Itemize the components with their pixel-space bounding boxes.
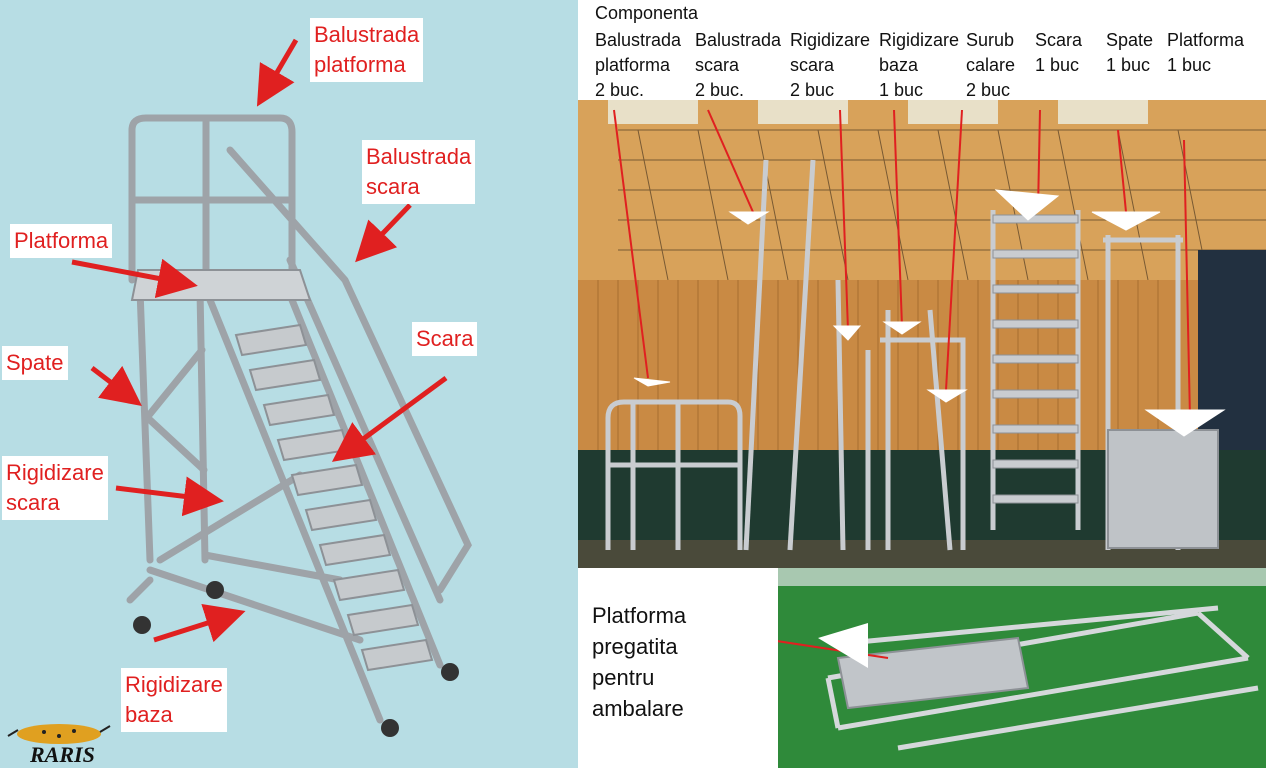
component-name: Surub calare bbox=[966, 30, 1016, 75]
component-surub-calare: Surub calare 2 buc bbox=[966, 28, 1015, 103]
component-name: Spate bbox=[1106, 30, 1154, 50]
ladder-steps-photo bbox=[992, 214, 1079, 504]
label-balustrada-platforma: Balustrada platforma bbox=[310, 18, 424, 82]
component-name: Balustrada platforma bbox=[595, 30, 682, 75]
component-scara: Scara 1 buc bbox=[1035, 28, 1082, 78]
packing-caption: Platforma pregatita pentru ambalare bbox=[592, 603, 687, 721]
label-scara: Scara bbox=[412, 322, 478, 356]
component-qty: 2 buc bbox=[966, 80, 1011, 100]
component-name: Rigidizare scara bbox=[790, 30, 871, 75]
components-title: Componenta bbox=[595, 3, 699, 23]
leopard-icon: RARIS bbox=[7, 724, 111, 766]
component-name: Rigidizare baza bbox=[879, 30, 960, 75]
gym-scene bbox=[578, 100, 1266, 568]
component-spate: Spate 1 buc bbox=[1106, 28, 1153, 78]
component-qty: 1 buc bbox=[879, 80, 924, 100]
label-platforma: Platforma bbox=[10, 224, 113, 258]
component-qty: 2 buc. bbox=[595, 80, 645, 100]
wheels bbox=[133, 581, 459, 737]
component-qty: 1 buc bbox=[1106, 55, 1151, 75]
components-header: Componenta Balustrada platforma 2 buc. B… bbox=[578, 0, 1266, 100]
component-rails bbox=[605, 159, 1183, 551]
component-name: Scara bbox=[1035, 30, 1083, 50]
label-spate: Spate bbox=[2, 346, 68, 380]
packed-scene bbox=[778, 568, 1266, 768]
ladder-illustration-panel: Balustrada platforma Balustrada scara Pl… bbox=[0, 0, 578, 768]
raris-logo: RARIS bbox=[4, 718, 114, 766]
platform-plate bbox=[130, 269, 312, 301]
platform-plate-photo bbox=[1107, 429, 1219, 549]
photo-arrowheads bbox=[633, 189, 1226, 437]
pointer-arrows bbox=[71, 38, 448, 643]
component-rigidizare-baza: Rigidizare baza 1 buc bbox=[879, 28, 959, 103]
component-balustrada-platforma: Balustrada platforma 2 buc. bbox=[595, 28, 681, 103]
component-balustrada-scara: Balustrada scara 2 buc. bbox=[695, 28, 781, 103]
packing-caption-box: Platforma pregatita pentru ambalare bbox=[578, 568, 778, 768]
label-balustrada-scara: Balustrada scara bbox=[362, 140, 476, 204]
ladder-drawing bbox=[71, 38, 472, 737]
component-qty: 1 buc bbox=[1035, 55, 1080, 75]
component-platforma: Platforma 1 buc bbox=[1167, 28, 1244, 78]
component-rigidizare-scara: Rigidizare scara 2 buc bbox=[790, 28, 870, 103]
svg-text:RARIS: RARIS bbox=[29, 742, 95, 766]
wood-panels bbox=[597, 280, 1179, 450]
ladder-frame bbox=[126, 114, 472, 724]
component-name: Platforma bbox=[1167, 30, 1245, 50]
photo-pointer-lines bbox=[613, 109, 1191, 419]
component-qty: 2 buc. bbox=[695, 80, 745, 100]
component-name: Balustrada scara bbox=[695, 30, 782, 75]
components-photo bbox=[578, 100, 1266, 568]
label-rigidizare-scara: Rigidizare scara bbox=[2, 456, 108, 520]
component-qty: 2 buc bbox=[790, 80, 835, 100]
component-qty: 1 buc bbox=[1167, 55, 1212, 75]
ladder-steps bbox=[234, 323, 434, 672]
label-rigidizare-baza: Rigidizare baza bbox=[121, 668, 227, 732]
packed-platform-photo bbox=[778, 568, 1266, 768]
